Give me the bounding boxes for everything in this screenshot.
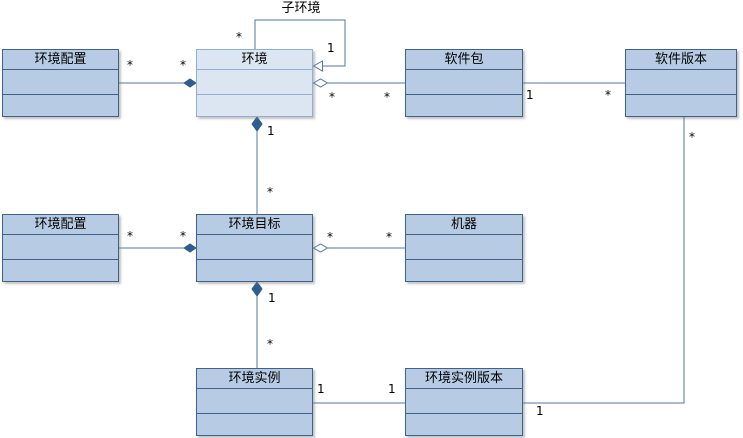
class-software-package[interactable]: 软件包 (405, 49, 523, 117)
class-attributes-compartment (406, 70, 522, 95)
class-title: 环境配置 (3, 50, 118, 70)
class-title: 环境目标 (197, 215, 312, 235)
class-attributes-compartment (406, 389, 522, 414)
class-operations-compartment (197, 414, 312, 435)
multiplicity-label: * (236, 30, 242, 44)
class-env-instance[interactable]: 环境实例 (196, 368, 313, 436)
multiplicity-label: 1 (526, 88, 534, 102)
class-title: 软件版本 (626, 50, 736, 70)
class-attributes-compartment (197, 235, 312, 260)
class-env-instance-version[interactable]: 环境实例版本 (405, 368, 523, 436)
class-attributes-compartment (626, 70, 736, 95)
class-title: 环境配置 (3, 215, 118, 235)
multiplicity-label: 1 (388, 382, 396, 396)
class-env[interactable]: 环境 (196, 49, 313, 117)
multiplicity-label: 1 (327, 41, 335, 55)
class-title: 软件包 (406, 50, 522, 70)
class-operations-compartment (406, 95, 522, 116)
class-attributes-compartment (3, 70, 118, 95)
multiplicity-label: * (329, 90, 335, 104)
multiplicity-label: 1 (267, 124, 275, 138)
class-machine[interactable]: 机器 (405, 214, 523, 282)
class-attributes-compartment (3, 235, 118, 260)
multiplicity-label: * (127, 58, 133, 72)
connector-env-self-loop[interactable] (254, 19, 346, 67)
multiplicity-label: * (267, 337, 273, 351)
class-env-target[interactable]: 环境目标 (196, 214, 313, 282)
composition-diamond-env-left (183, 78, 197, 88)
class-env-config-top[interactable]: 环境配置 (2, 49, 119, 117)
generalization-arrow-env-self (312, 60, 323, 72)
class-operations-compartment (626, 95, 736, 116)
relation-label-sub-environment: 子环境 (281, 1, 321, 16)
class-title: 环境 (197, 50, 312, 70)
aggregation-diamond-env-right (312, 78, 329, 88)
multiplicity-label: * (180, 58, 186, 72)
composition-diamond-env-bottom (251, 116, 263, 132)
multiplicity-label: 1 (317, 382, 325, 396)
class-operations-compartment (3, 95, 118, 116)
class-operations-compartment (197, 95, 312, 116)
multiplicity-label: 1 (268, 291, 276, 305)
class-title: 环境实例版本 (406, 369, 522, 389)
multiplicity-label: * (386, 230, 392, 244)
class-attributes-compartment (406, 235, 522, 260)
class-operations-compartment (3, 260, 118, 281)
class-operations-compartment (406, 414, 522, 435)
class-env-config-mid[interactable]: 环境配置 (2, 214, 119, 282)
connector-software-version--env-instance-version[interactable] (523, 117, 685, 404)
multiplicity-label: * (267, 185, 273, 199)
multiplicity-label: * (127, 229, 133, 243)
aggregation-diamond-env-target-right (312, 243, 329, 253)
class-title: 机器 (406, 215, 522, 235)
multiplicity-label: * (327, 230, 333, 244)
composition-diamond-env-target-bottom (251, 281, 263, 297)
composition-diamond-env-target-left (183, 243, 197, 253)
multiplicity-label: * (180, 229, 186, 243)
class-operations-compartment (197, 260, 312, 281)
class-operations-compartment (406, 260, 522, 281)
multiplicity-label: * (605, 88, 611, 102)
class-title: 环境实例 (197, 369, 312, 389)
class-attributes-compartment (197, 389, 312, 414)
multiplicity-label: * (689, 130, 695, 144)
class-attributes-compartment (197, 70, 312, 95)
multiplicity-label: 1 (536, 404, 544, 418)
class-software-version[interactable]: 软件版本 (625, 49, 737, 117)
multiplicity-label: * (384, 90, 390, 104)
